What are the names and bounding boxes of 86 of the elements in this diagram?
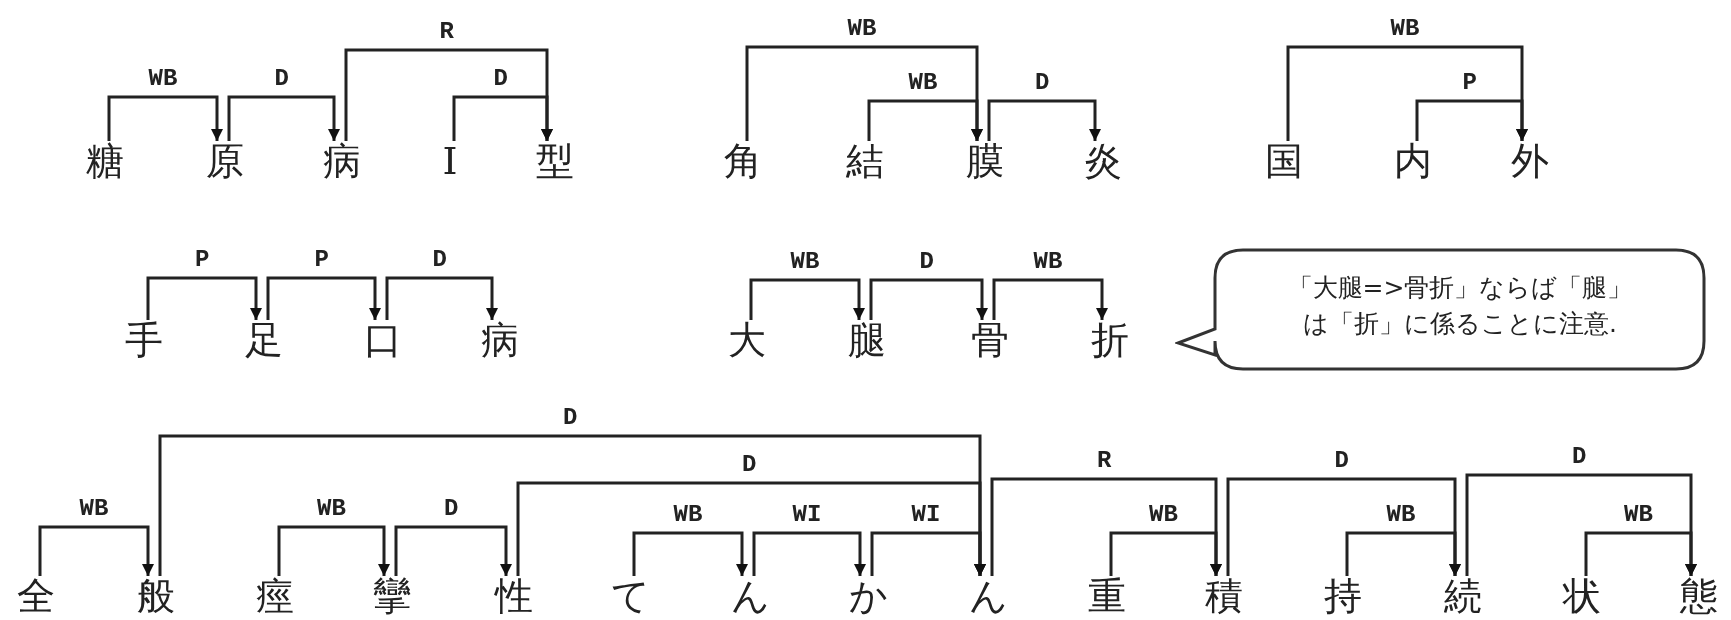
dependency-arrow	[146, 276, 262, 320]
character: 口	[361, 320, 405, 360]
edge-label: R	[1097, 449, 1112, 473]
character: 攣	[370, 576, 414, 616]
dependency-arrow	[1345, 531, 1461, 576]
edge-label: WB	[317, 497, 346, 521]
dependency-arrow	[867, 99, 983, 141]
character: ん	[728, 576, 772, 616]
edge-label: D	[742, 453, 757, 477]
edge-label: D	[1334, 449, 1349, 473]
edge-label: D	[1035, 71, 1050, 95]
edge-label: D	[563, 406, 578, 430]
edge-label: WI	[911, 503, 941, 527]
character: 全	[14, 576, 58, 616]
edge-label: WB	[1386, 503, 1416, 527]
dependency-arrow	[227, 95, 340, 141]
character: 続	[1441, 576, 1485, 616]
edge-label: R	[439, 20, 454, 44]
dependency-arrow	[749, 278, 865, 320]
character: 原	[203, 141, 247, 181]
character: か	[846, 576, 890, 616]
edge-label: D	[1572, 445, 1587, 469]
dependency-arrow	[1109, 531, 1222, 576]
edge-label: WB	[1624, 503, 1653, 527]
dependency-arrow	[987, 99, 1101, 141]
dependency-arrow	[870, 531, 986, 576]
character: 病	[320, 141, 364, 181]
character: 大	[725, 320, 769, 360]
character: 態	[1677, 576, 1721, 616]
character: 痙	[253, 576, 297, 616]
edge-label: WB	[1149, 503, 1178, 527]
edge-label: D	[444, 497, 459, 521]
dependency-arrow	[107, 95, 223, 141]
dependency-arrow	[385, 276, 498, 320]
edge-label: WB	[148, 67, 178, 91]
edge-label: P	[1462, 71, 1477, 95]
dependency-arrow	[277, 525, 390, 576]
character: 性	[492, 576, 536, 616]
dependency-arrow	[992, 278, 1108, 320]
edge-label: P	[314, 248, 329, 272]
character: 炎	[1081, 141, 1125, 181]
edge-label: WB	[1033, 250, 1063, 274]
edge-label: WB	[673, 503, 703, 527]
dependency-arrow	[752, 531, 866, 576]
character: 般	[134, 576, 178, 616]
character: I	[428, 141, 472, 181]
dependency-arrow	[632, 531, 748, 576]
edge-label: WI	[792, 503, 822, 527]
dependency-arrow	[869, 278, 988, 320]
dependency-arrow	[1584, 531, 1697, 576]
character: 足	[242, 320, 286, 360]
dependency-arrow	[452, 95, 553, 141]
character: 手	[122, 320, 166, 360]
edge-label: WB	[847, 17, 877, 41]
edge-label: D	[432, 248, 447, 272]
character: て	[608, 576, 652, 616]
character: 状	[1560, 576, 1604, 616]
character: 腿	[845, 320, 889, 360]
character: 重	[1085, 576, 1129, 616]
edge-label: WB	[790, 250, 820, 274]
character: 病	[478, 320, 522, 360]
character: 持	[1321, 576, 1365, 616]
character: 内	[1391, 141, 1435, 181]
edge-label: D	[274, 67, 289, 91]
dependency-arrow	[38, 525, 154, 576]
character: 糖	[83, 141, 127, 181]
character: 国	[1262, 141, 1306, 181]
character: ん	[966, 576, 1010, 616]
speech-bubble: 「大腿=>骨折」ならば「腿」は「折」に係ることに注意.	[1175, 248, 1707, 372]
character: 結	[843, 141, 887, 181]
character: 折	[1088, 320, 1132, 360]
dependency-arrow	[1415, 99, 1528, 141]
dependency-arrow	[266, 276, 381, 320]
edge-label: WB	[908, 71, 938, 95]
edge-label: WB	[1390, 17, 1420, 41]
character: 積	[1202, 576, 1246, 616]
dependency-arrow	[394, 525, 512, 576]
edge-label: D	[493, 67, 508, 91]
edge-label: WB	[79, 497, 109, 521]
character: 角	[721, 141, 765, 181]
character: 骨	[968, 320, 1012, 360]
edge-label: D	[919, 250, 934, 274]
edge-label: P	[195, 248, 210, 272]
character: 外	[1508, 141, 1552, 181]
character: 型	[533, 141, 577, 181]
character: 膜	[963, 141, 1007, 181]
